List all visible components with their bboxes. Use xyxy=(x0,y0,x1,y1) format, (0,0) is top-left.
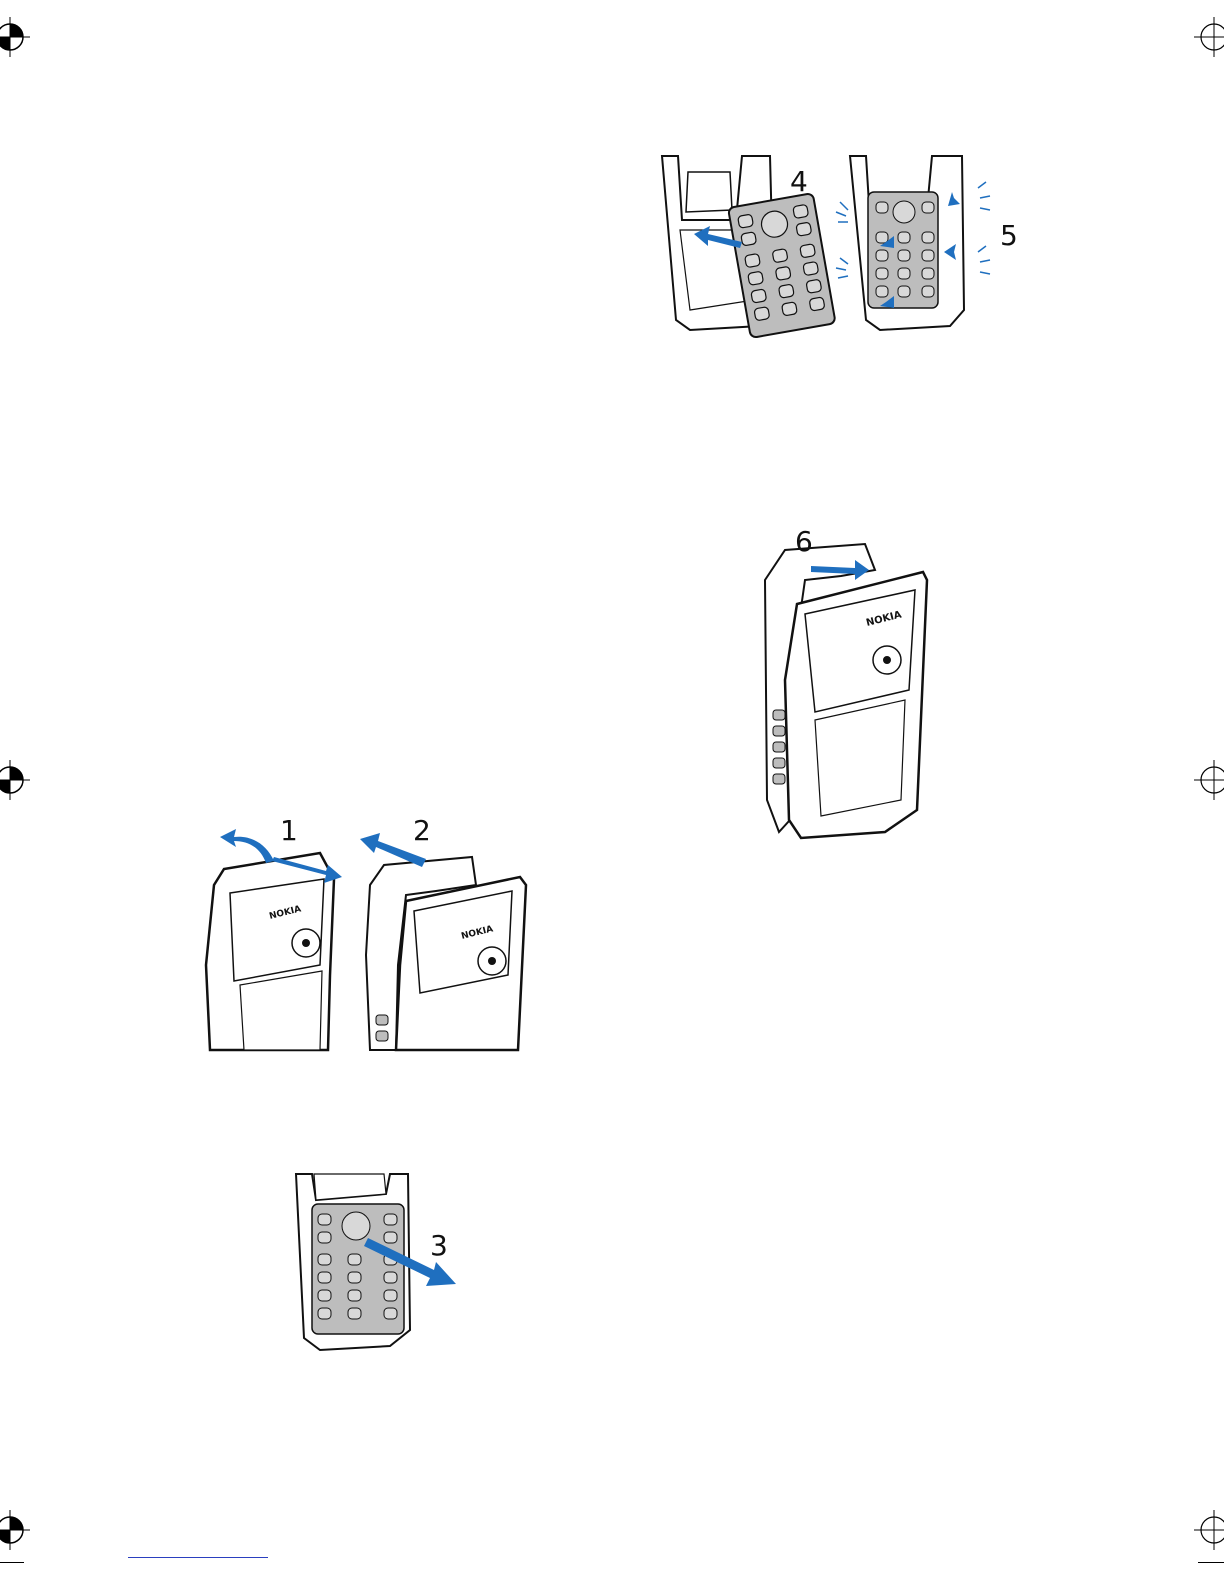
registration-mark-middle-right-icon xyxy=(1194,760,1224,800)
step-label-5: 5 xyxy=(1000,222,1018,250)
step-label-3: 3 xyxy=(430,1232,448,1260)
registration-mark-top-right-icon xyxy=(1194,17,1224,57)
step-label-1: 1 xyxy=(280,817,298,845)
figure-remove-cover-steps-1-2: NOKIA NOKIA xyxy=(200,815,540,1050)
crop-line-bottom-right xyxy=(1198,1562,1224,1563)
figure-remove-keypad-step-3 xyxy=(290,1170,470,1355)
step-label-2: 2 xyxy=(413,817,431,845)
figure-back-cover-step-6: NOKIA xyxy=(745,540,945,850)
registration-mark-bottom-left-icon xyxy=(0,1510,30,1550)
crop-line-bottom-left xyxy=(0,1562,24,1563)
figure-keypad-insert-steps-4-5 xyxy=(650,150,1030,350)
registration-mark-top-left-icon xyxy=(0,17,30,57)
registration-mark-bottom-right-icon xyxy=(1194,1510,1224,1550)
registration-mark-middle-left-icon xyxy=(0,760,30,800)
step-label-4: 4 xyxy=(790,168,808,196)
arrow-step-1-icon xyxy=(220,829,274,863)
footer-rule xyxy=(128,1557,268,1558)
step-label-6: 6 xyxy=(795,528,813,556)
